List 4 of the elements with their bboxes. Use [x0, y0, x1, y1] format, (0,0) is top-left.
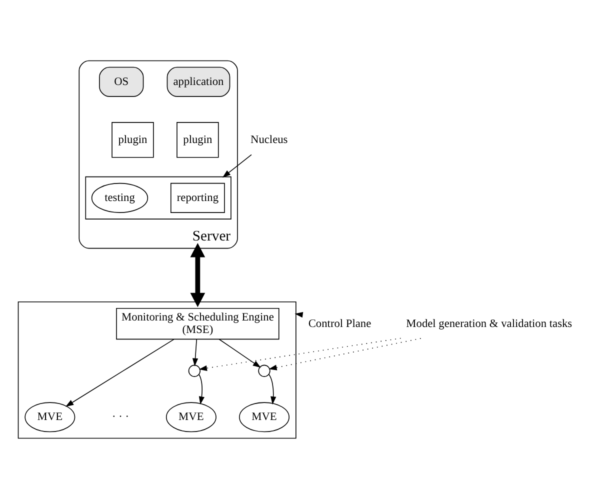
node-text: Model generation & validation tasks	[406, 318, 572, 330]
node-text: Nucleus	[250, 134, 288, 146]
label: · · ·	[112, 411, 130, 424]
node-text: Control Plane	[308, 318, 372, 330]
